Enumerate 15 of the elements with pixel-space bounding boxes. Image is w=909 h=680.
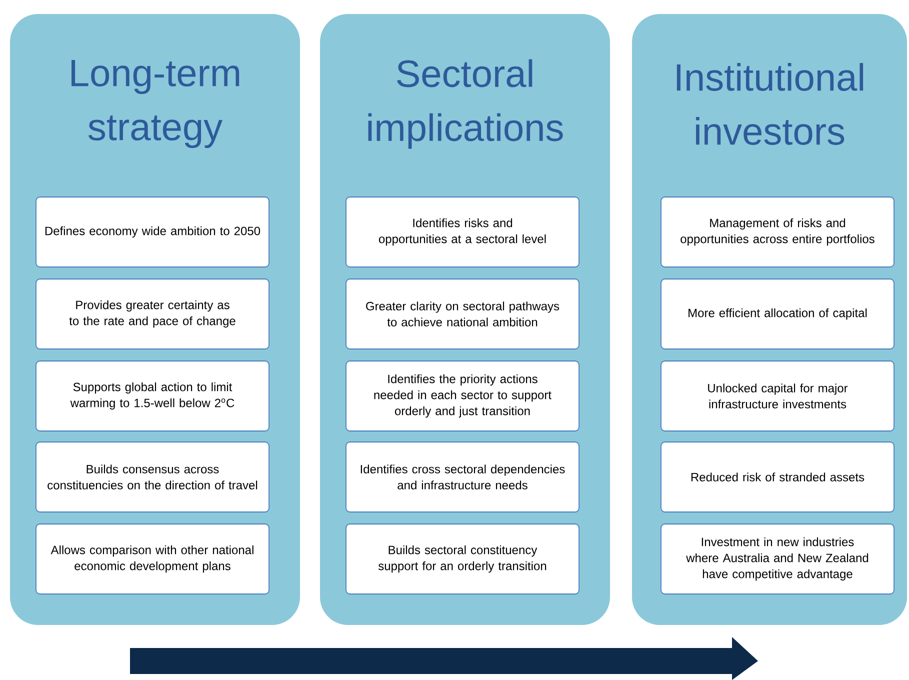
text-box: Builds sectoral constituency support for an orderly transition xyxy=(346,524,580,594)
text-box: Defines economy wide ambition to 2050 xyxy=(36,196,270,268)
text-box: Greater clarity on sectoral pathways to achieve national ambition xyxy=(346,278,580,350)
text-box: More efficient allocation of capital xyxy=(660,278,894,350)
text-box: Supports global action to limit warming to 1.5-well below 2$^{o}$C xyxy=(36,360,270,432)
text-box: Identifies the priority actions needed in each sector to support orderly and just transition xyxy=(346,360,580,432)
text-box: Unlocked capital for major infrastructure investments xyxy=(660,360,894,432)
text-box: Management of risks and opportunities across entire portfolios xyxy=(660,196,894,268)
text-box: Provides greater certainty as to the rate and pace of change xyxy=(36,278,270,350)
text-box: Investment in new industries where Australia and New Zealand have competitive advantage xyxy=(660,524,894,594)
text-box: Identifies cross sectoral dependencies and infrastructure needs xyxy=(346,442,580,512)
text-box: Builds consensus across constituencies on the direction of travel xyxy=(36,442,270,512)
text-box: Allows comparison with other national economic development plans xyxy=(36,524,270,594)
text-box: Identifies risks and opportunities at a sectoral level xyxy=(346,196,580,268)
text-box: Reduced risk of stranded assets xyxy=(660,442,894,512)
